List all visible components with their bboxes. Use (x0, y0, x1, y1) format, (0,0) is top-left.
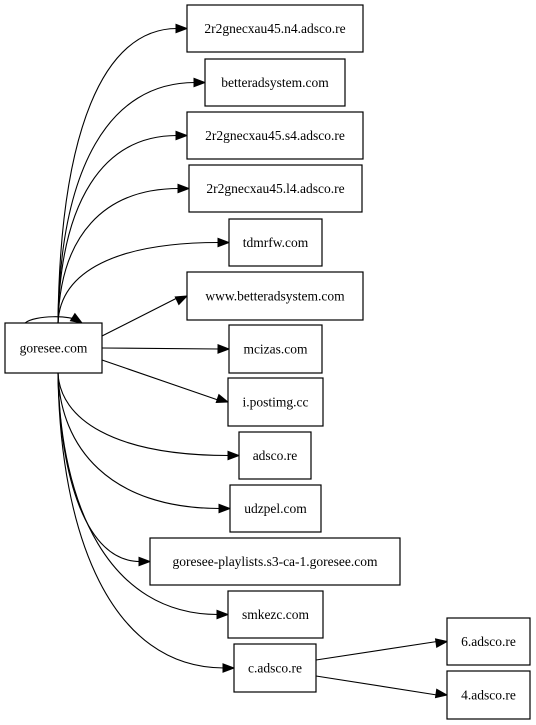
edge-goresee-to-n6 (101, 297, 178, 337)
node-label: goresee.com (20, 341, 88, 356)
node-box (229, 484, 322, 533)
edge-goresee-to-n4-arrow (177, 183, 191, 194)
node-box (4, 322, 103, 374)
node-box (228, 218, 323, 267)
node-box (233, 643, 317, 693)
node-label: betteradsystem.com (221, 75, 329, 90)
node-label: 4.adsco.re (461, 688, 516, 703)
node-n11: goresee-playlists.s3-ca-1.goresee.com (149, 537, 401, 586)
edges-layer (24, 23, 449, 699)
node-box (446, 670, 531, 720)
node-box (227, 377, 324, 427)
edge-goresee-to-n7-arrow (217, 343, 231, 354)
edge-goresee-to-n5 (57, 241, 220, 324)
node-label: smkezc.com (242, 607, 310, 622)
node-label: adsco.re (253, 448, 298, 463)
edge-n13-to-n15-arrow (434, 688, 449, 699)
edge-goresee-to-n7 (101, 347, 220, 350)
edge-goresee-to-n11 (57, 372, 141, 563)
node-box (188, 164, 363, 213)
edge-goresee-to-n12-arrow (216, 609, 230, 620)
node-n3: 2r2gnecxau45.s4.adsco.re (186, 111, 364, 160)
node-n7: mcizas.com (228, 324, 323, 374)
node-n1: 2r2gnecxau45.n4.adsco.re (186, 4, 364, 53)
edge-goresee-to-n1 (57, 27, 178, 324)
node-box (238, 431, 312, 480)
edge-goresee-to-n11-arrow (138, 556, 152, 567)
node-label: tdmrfw.com (243, 235, 309, 250)
edge-goresee-to-n9-arrow (227, 450, 241, 461)
edge-goresee-to-n8 (101, 359, 219, 401)
edge-goresee-to-n10 (57, 372, 221, 510)
edge-goresee-to-n1-arrow (175, 23, 189, 34)
node-label: 6.adsco.re (461, 634, 516, 649)
edge-goresee-to-goresee (24, 316, 79, 324)
node-n5: tdmrfw.com (228, 218, 323, 267)
node-label: goresee-playlists.s3-ca-1.goresee.com (172, 554, 378, 569)
edge-goresee-to-n2 (57, 81, 196, 324)
node-n13: c.adsco.re (233, 643, 317, 693)
edge-goresee-to-n12 (57, 372, 219, 616)
edge-goresee-to-goresee-arrow (69, 312, 84, 324)
node-label: udzpel.com (244, 501, 307, 516)
node-n4: 2r2gnecxau45.l4.adsco.re (188, 164, 363, 213)
edge-goresee-to-n3-arrow (175, 130, 189, 141)
node-n10: udzpel.com (229, 484, 322, 533)
node-box (186, 271, 364, 321)
edge-goresee-to-n13 (57, 372, 225, 669)
edge-n13-to-n14-arrow (434, 638, 449, 648)
node-box (227, 590, 324, 639)
edge-goresee-to-n13-arrow (222, 663, 236, 673)
edge-goresee-to-n8-arrow (215, 393, 230, 404)
edge-goresee-to-n3 (57, 134, 178, 324)
node-label: mcizas.com (243, 342, 308, 357)
edge-goresee-to-n5-arrow (217, 237, 231, 248)
node-n6: www.betteradsystem.com (186, 271, 364, 321)
edge-goresee-to-n2-arrow (193, 77, 207, 88)
node-label: i.postimg.cc (243, 395, 309, 410)
node-box (446, 617, 531, 666)
node-n9: adsco.re (238, 431, 312, 480)
node-label: 2r2gnecxau45.n4.adsco.re (204, 21, 345, 36)
node-box (186, 111, 364, 160)
nodes-layer: goresee.com 2r2gnecxau45.n4.adsco.re bette… (4, 4, 531, 720)
edge-goresee-to-n10-arrow (218, 503, 232, 514)
node-box (228, 324, 323, 374)
node-label: 2r2gnecxau45.l4.adsco.re (206, 181, 344, 196)
edge-n13-to-n14 (315, 640, 438, 661)
node-label: 2r2gnecxau45.s4.adsco.re (205, 128, 345, 143)
node-n14: 6.adsco.re (446, 617, 531, 666)
node-n2: betteradsystem.com (204, 58, 346, 107)
node-box (204, 58, 346, 107)
node-n15: 4.adsco.re (446, 670, 531, 720)
node-label: c.adsco.re (248, 661, 302, 676)
node-goresee: goresee.com (4, 322, 103, 374)
node-box (149, 537, 401, 586)
node-label: www.betteradsystem.com (205, 289, 345, 304)
node-n12: smkezc.com (227, 590, 324, 639)
node-box (186, 4, 364, 53)
edge-goresee-to-n6-arrow (174, 295, 189, 306)
edge-goresee-to-n9 (57, 372, 230, 457)
node-n8: i.postimg.cc (227, 377, 324, 427)
edge-goresee-to-n4 (57, 187, 180, 324)
edge-n13-to-n15 (315, 675, 438, 696)
